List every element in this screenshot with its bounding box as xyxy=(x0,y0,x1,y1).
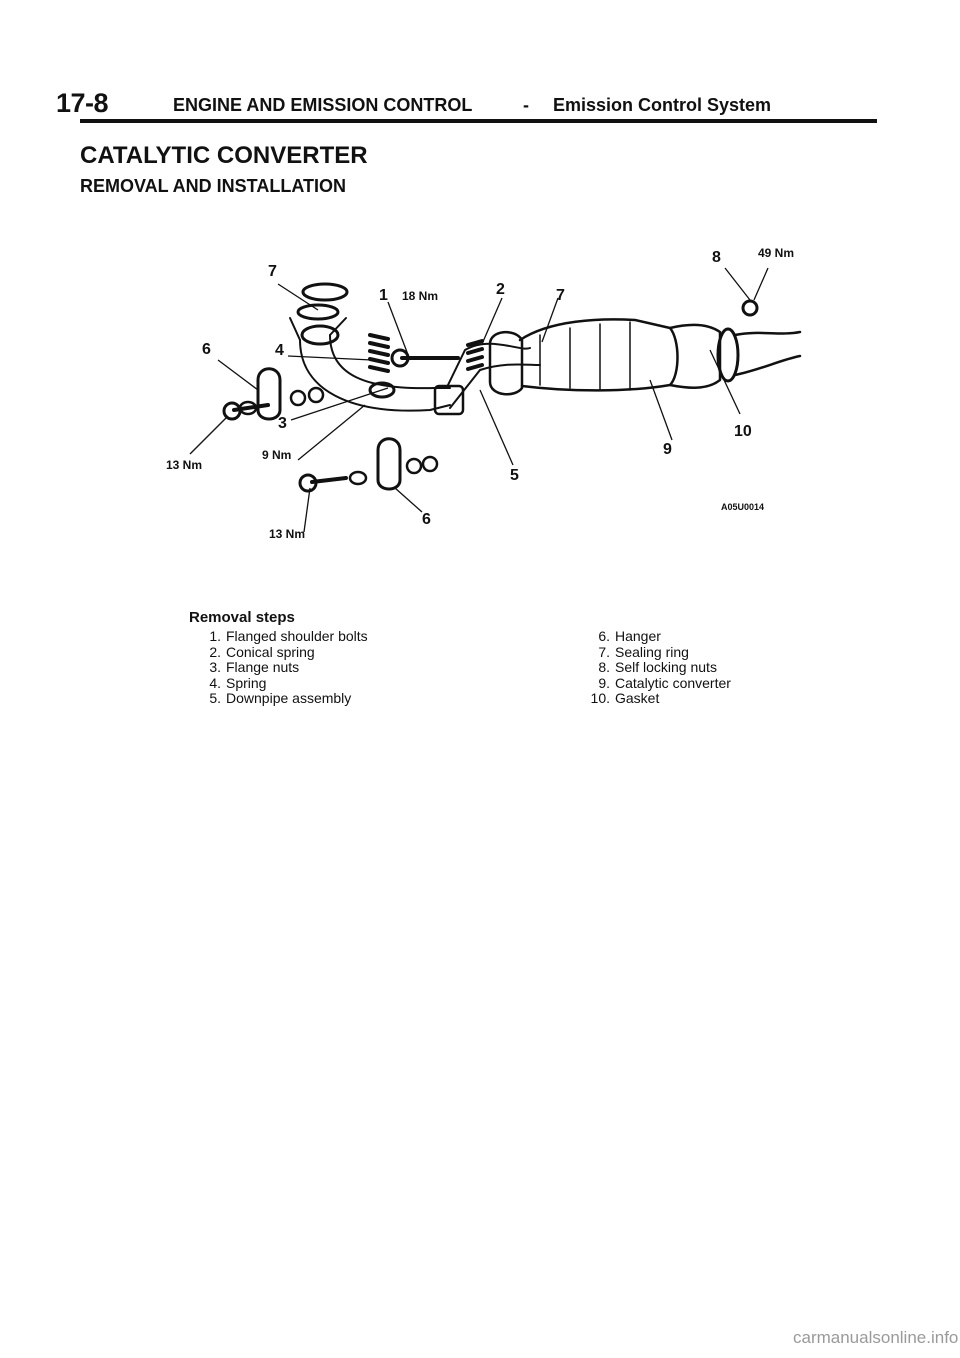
footer-watermark: carmanualsonline.info xyxy=(793,1328,959,1347)
callout-13nm-left: 13 Nm xyxy=(166,458,202,472)
callout-1: 1 xyxy=(379,287,388,304)
callout-4: 4 xyxy=(275,342,284,359)
callout-9: 9 xyxy=(663,441,672,458)
exhaust-diagram: 7 1 18 Nm 2 7 8 49 Nm 6 4 3 13 Nm 9 Nm 1… xyxy=(166,246,802,541)
removal-steps-left: 1.Flanged shoulder bolts 2.Conical sprin… xyxy=(191,628,368,707)
header-rule xyxy=(80,119,877,123)
removal-steps-heading: Removal steps xyxy=(189,609,295,626)
list-item: 3.Flange nuts xyxy=(209,659,300,675)
callout-8: 8 xyxy=(712,249,721,266)
callout-2: 2 xyxy=(496,281,505,298)
list-item: 2.Conical spring xyxy=(209,643,315,660)
chapter-title: ENGINE AND EMISSION CONTROL xyxy=(173,95,473,115)
callout-9nm: 9 Nm xyxy=(262,448,291,462)
page-subtitle: REMOVAL AND INSTALLATION xyxy=(80,176,346,196)
list-item: 5.Downpipe assembly xyxy=(209,690,352,706)
callout-5: 5 xyxy=(510,467,519,484)
figure-code: A05U0014 xyxy=(721,502,764,512)
section-title: Emission Control System xyxy=(553,95,772,115)
list-item: 8.Self locking nuts xyxy=(598,659,717,675)
list-item: 4.Spring xyxy=(209,674,267,691)
callout-6-top: 6 xyxy=(202,341,211,358)
list-item: 1.Flanged shoulder bolts xyxy=(209,628,368,644)
removal-steps-right: 6.Hanger 7.Sealing ring 8.Self locking n… xyxy=(580,628,731,707)
callout-6-bottom: 6 xyxy=(422,511,431,528)
callout-49nm: 49 Nm xyxy=(758,246,794,260)
page-title: CATALYTIC CONVERTER xyxy=(80,142,368,169)
callout-7-right: 7 xyxy=(556,287,565,304)
page-number: 17-8 xyxy=(56,88,109,118)
callout-18nm: 18 Nm xyxy=(402,289,438,303)
callout-3: 3 xyxy=(278,415,287,432)
callout-10: 10 xyxy=(734,423,752,440)
header-dash: - xyxy=(523,95,529,115)
callout-13nm-bottom: 13 Nm xyxy=(269,527,305,541)
callout-7-left: 7 xyxy=(268,263,277,280)
list-item: 9.Catalytic converter xyxy=(598,674,731,691)
list-item: 10.Gasket xyxy=(590,690,660,706)
list-item: 6.Hanger xyxy=(598,628,661,644)
list-item: 7.Sealing ring xyxy=(598,643,689,660)
